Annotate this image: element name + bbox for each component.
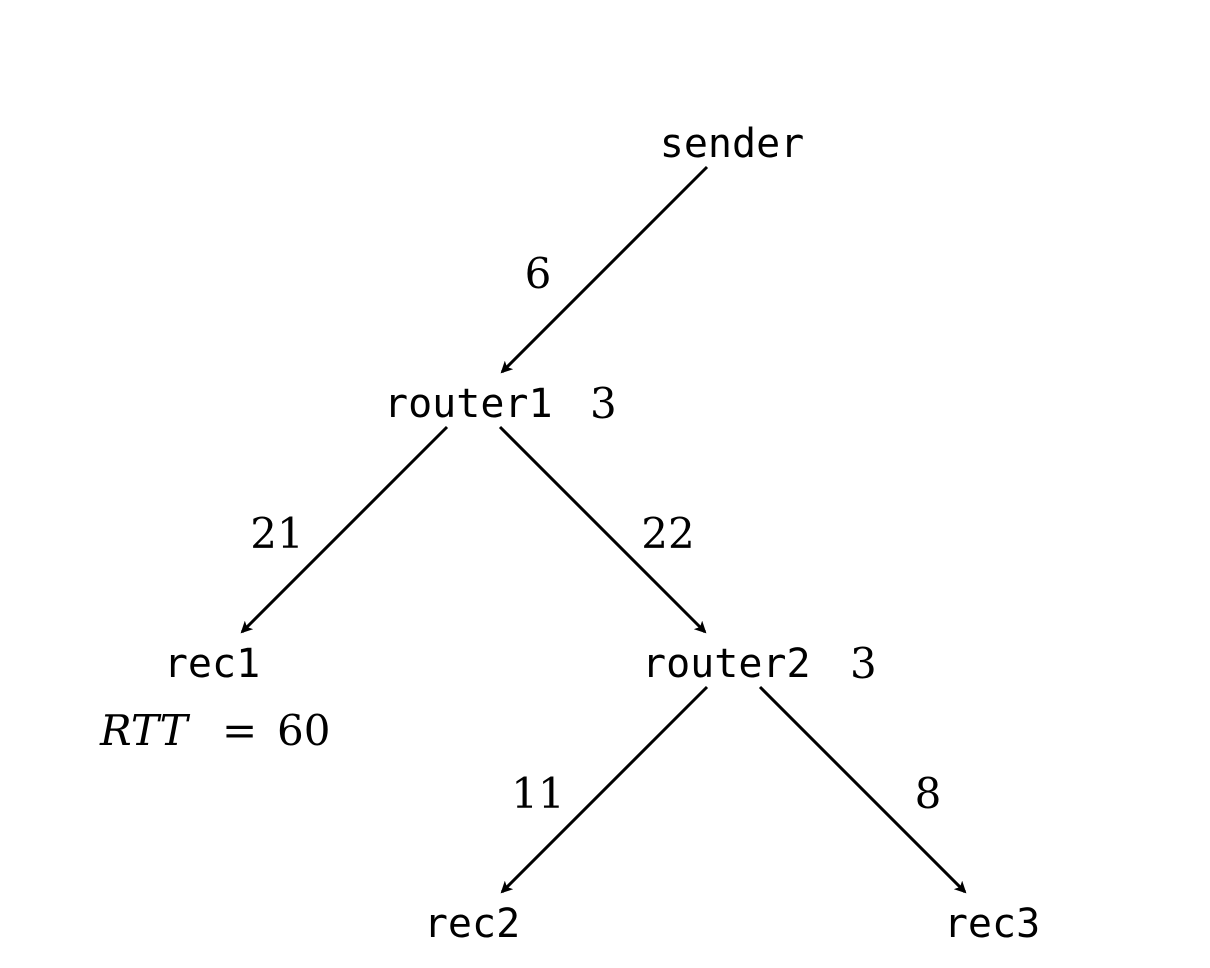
nodes: sender router1 3 router2 3 rec1 rec2 rec… (164, 121, 1040, 947)
edge-router2-rec2 (500, 685, 709, 894)
node-router1: router1 (384, 381, 553, 427)
rtt-annotation: RTT = 60 (99, 706, 330, 755)
node-router2: router2 (642, 641, 811, 687)
edge-router2-rec3 (758, 685, 967, 894)
edge-router1-rec1 (240, 425, 449, 634)
edge-weight-router1-rec1: 21 (250, 509, 303, 558)
edge-weights: 6 21 22 11 8 (250, 249, 941, 818)
edge-weight-router2-rec3: 8 (915, 769, 942, 818)
node-router1-value: 3 (590, 379, 617, 428)
rtt-label: RTT (99, 706, 191, 755)
edge-sender-router1 (500, 165, 709, 374)
node-rec3: rec3 (944, 901, 1040, 947)
node-rec2: rec2 (424, 901, 520, 947)
rtt-value: 60 (277, 706, 330, 755)
edge-weight-router2-rec2: 11 (511, 769, 564, 818)
edge-weight-sender-router1: 6 (525, 249, 552, 298)
edge-weight-router1-router2: 22 (641, 509, 694, 558)
node-rec1: rec1 (164, 641, 260, 687)
node-sender: sender (660, 121, 805, 167)
node-router2-value: 3 (850, 639, 877, 688)
edges (240, 165, 967, 894)
rtt-equals: = (222, 706, 257, 755)
edge-router1-router2 (498, 425, 707, 634)
